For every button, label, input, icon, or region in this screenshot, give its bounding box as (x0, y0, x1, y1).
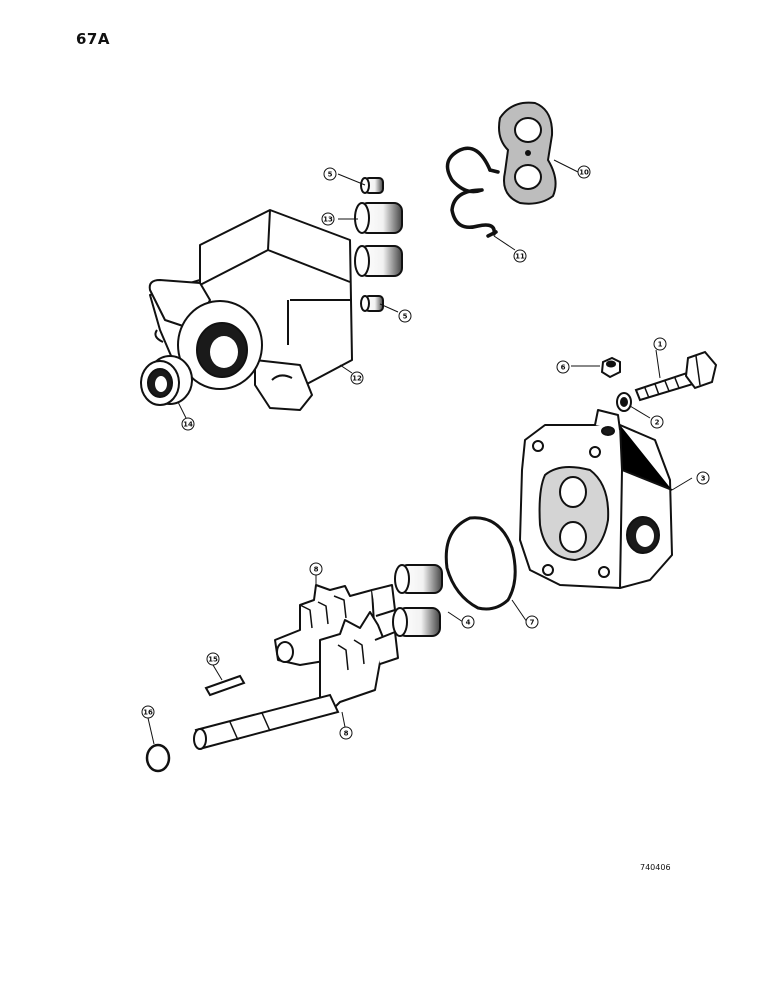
snap-ring-drawing (145, 743, 171, 773)
callout-circle (653, 337, 667, 351)
callout-number: 8 (314, 566, 319, 574)
callout-p5b: 5 (398, 309, 412, 323)
seal-drawing (445, 146, 500, 238)
callout-number: 3 (701, 475, 706, 483)
callout-p7: 7 (525, 615, 539, 629)
callout-p15: 15 (206, 652, 220, 666)
callout-circle (141, 705, 155, 719)
gear-bushings-drawing (392, 564, 443, 637)
callout-circle (525, 615, 539, 629)
callout-p13: 13 (321, 212, 335, 226)
callout-circle (350, 371, 364, 385)
callout-number: 8 (344, 730, 349, 738)
callout-number: 12 (352, 375, 362, 383)
callout-circle (577, 165, 591, 179)
callout-circle (323, 167, 337, 181)
callout-p5a: 5 (323, 167, 337, 181)
callout-p16: 16 (141, 705, 155, 719)
callout-number: 6 (561, 364, 566, 372)
callout-p12: 12 (350, 371, 364, 385)
key-drawing (204, 674, 246, 697)
drawing-number: 740406 (640, 863, 671, 872)
callout-p3: 3 (696, 471, 710, 485)
callout-p10: 10 (577, 165, 591, 179)
callout-number: 16 (143, 709, 153, 717)
callout-number: 10 (579, 169, 589, 177)
callout-number: 5 (403, 313, 408, 321)
callout-leaders (147, 159, 693, 745)
callout-number: 15 (208, 656, 218, 664)
callout-number: 11 (515, 253, 525, 261)
callout-circle (513, 249, 527, 263)
callout-p8b: 8 (339, 726, 353, 740)
cover-drawing (519, 409, 673, 589)
callout-p11: 11 (513, 249, 527, 263)
callout-number: 1 (658, 341, 663, 349)
callout-circle (321, 212, 335, 226)
callout-p8a: 8 (309, 562, 323, 576)
callout-circle (206, 652, 220, 666)
callout-p1: 1 (653, 337, 667, 351)
drive-shaft-drawing (193, 693, 340, 750)
callout-circle (461, 615, 475, 629)
callout-number: 4 (466, 619, 471, 627)
callout-circle (650, 415, 664, 429)
callout-circle (339, 726, 353, 740)
wear-plate-drawing (498, 101, 557, 205)
callout-circle (696, 471, 710, 485)
o-ring-drawing (444, 516, 517, 611)
page-number: 67A (76, 30, 110, 48)
callout-circle (181, 417, 195, 431)
callout-circle (556, 360, 570, 374)
callout-p4: 4 (461, 615, 475, 629)
gears-drawing (274, 584, 399, 713)
callout-number: 7 (530, 619, 535, 627)
callout-circle (309, 562, 323, 576)
callout-number: 13 (323, 216, 333, 224)
callout-number: 5 (328, 171, 333, 179)
callout-circle (398, 309, 412, 323)
bearing-drawing (140, 355, 193, 406)
callout-number: 14 (183, 421, 193, 429)
callout-p6: 6 (556, 360, 570, 374)
callout-p14: 14 (181, 417, 195, 431)
pump-body-drawing (148, 209, 353, 411)
callout-number: 2 (655, 419, 660, 427)
callout-p2: 2 (650, 415, 664, 429)
hardware-drawing (600, 350, 718, 412)
dowels-and-bushings-drawing (354, 177, 403, 312)
